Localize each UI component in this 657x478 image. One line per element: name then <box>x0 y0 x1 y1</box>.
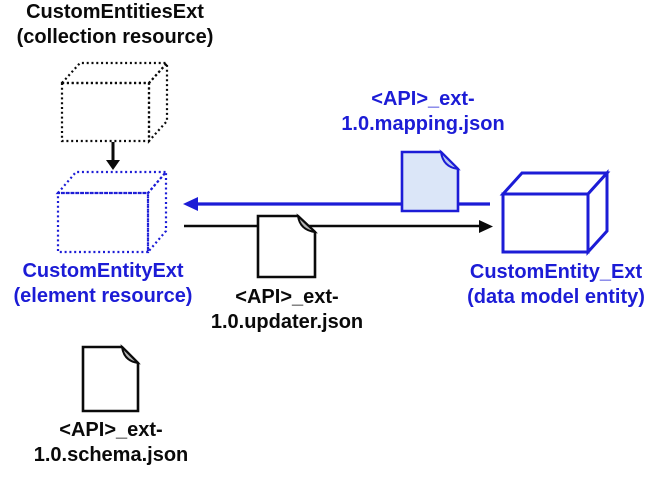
collection-resource-type: (collection resource) <box>16 26 214 48</box>
schema-file-name-line1: <API>_ext- <box>59 419 163 441</box>
collection-resource-label: CustomEntitiesExt (collection resource) <box>0 0 230 50</box>
updater-file-name-line1: <API>_ext- <box>235 286 339 308</box>
updater-arrow-icon <box>184 220 493 233</box>
element-resource-name: CustomEntityExt <box>22 260 184 282</box>
updater-file-label: <API>_ext- 1.0.updater.json <box>187 285 387 335</box>
element-cube-icon <box>55 169 169 255</box>
updater-file-icon <box>256 213 318 279</box>
element-resource-type: (element resource) <box>13 285 193 307</box>
data-model-entity-label: CustomEntity_Ext (data model entity) <box>446 260 657 310</box>
collection-cube-icon <box>59 60 170 144</box>
data-model-entity-type: (data model entity) <box>467 286 645 308</box>
element-resource-label: CustomEntityExt (element resource) <box>0 259 206 309</box>
collection-resource-name: CustomEntitiesExt <box>26 1 204 23</box>
mapping-file-icon <box>400 149 461 213</box>
mapping-file-name-line2: 1.0.mapping.json <box>341 113 505 135</box>
down-arrow-icon <box>106 142 120 170</box>
mapping-file-label: <API>_ext- 1.0.mapping.json <box>323 87 523 137</box>
schema-file-icon <box>81 344 141 413</box>
mapping-file-name-line1: <API>_ext- <box>371 88 475 110</box>
data-model-entity-name: CustomEntity_Ext <box>469 261 643 283</box>
schema-file-name-line2: 1.0.schema.json <box>33 444 189 466</box>
schema-file-label: <API>_ext- 1.0.schema.json <box>11 418 211 468</box>
data-model-cube-icon <box>499 169 611 256</box>
updater-file-name-line2: 1.0.updater.json <box>210 311 364 333</box>
